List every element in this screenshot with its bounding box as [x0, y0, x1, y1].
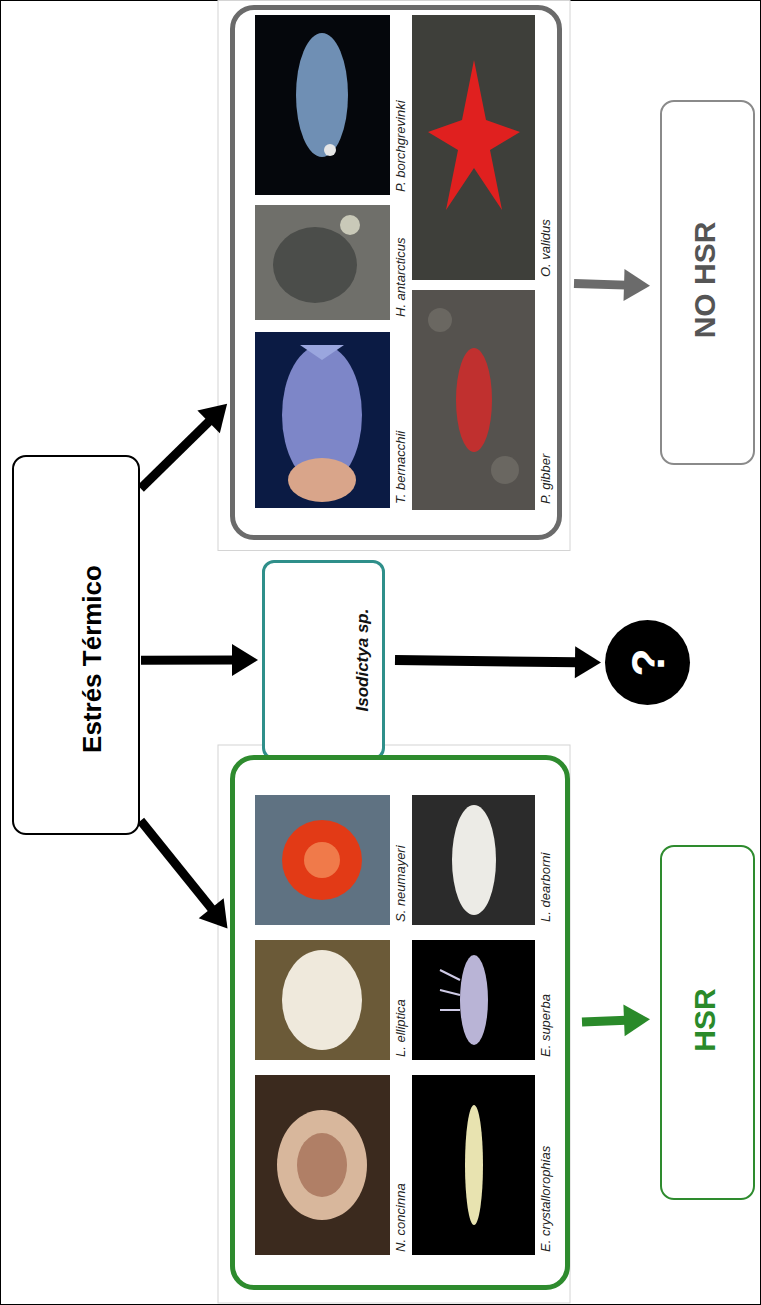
species-caption: P. gibber	[539, 454, 552, 504]
text-strip: HSR	[682, 935, 728, 1105]
arrow-shaft	[141, 421, 210, 489]
species-caption: N. concinna	[394, 1183, 407, 1252]
arrow-head	[623, 1004, 650, 1036]
arrow-connector	[582, 1004, 650, 1036]
text-strip: H. antarcticus	[392, 203, 408, 323]
species-caption: E. crystallorophias	[539, 1146, 552, 1252]
stress-label: Estrés Térmico	[79, 565, 105, 753]
stress-box: Estrés Térmico	[12, 455, 140, 835]
arrow-connector	[574, 269, 650, 301]
arrow-head	[199, 898, 228, 928]
species-photo: L. dearborni	[412, 793, 560, 928]
text-strip: P. gibber	[537, 288, 553, 510]
arrow-connector	[141, 644, 258, 676]
text-strip: NO HSR	[682, 190, 728, 370]
result-box: HSR	[660, 845, 755, 1200]
node-label: HSR	[690, 988, 720, 1051]
arrow-shaft	[395, 660, 577, 662]
text-strip: L. elliptica	[392, 938, 408, 1063]
arrow-head	[575, 646, 601, 678]
text-strip: T. bernacchii	[392, 330, 408, 510]
species-caption: O. validus	[539, 219, 552, 277]
species-photo: E. crystallorophias	[412, 1073, 560, 1258]
species-photo: H. antarcticus	[255, 203, 408, 323]
species-photo: P. gibber	[412, 288, 555, 510]
text-strip: ?	[605, 620, 690, 705]
arrow-head	[197, 404, 227, 434]
sponge-box: Isodictya sp.	[262, 560, 385, 760]
species-caption: H. antarcticus	[394, 238, 407, 317]
text-strip: Estrés Térmico	[72, 548, 112, 770]
species-photo: O. validus	[412, 13, 555, 283]
text-strip: L. dearborni	[537, 793, 553, 928]
question-circle: ?	[605, 620, 690, 705]
species-photo: T. bernacchii	[255, 330, 408, 510]
result-box: NO HSR	[660, 100, 755, 465]
species-group: T. bernacchii H. antarcticus P. borchgrevi…	[230, 5, 562, 540]
arrow-shaft	[141, 821, 213, 910]
arrow-connector	[141, 404, 227, 489]
species-photo: N. concinna	[255, 1073, 408, 1258]
species-photo: P. borchgrevinki	[255, 13, 408, 198]
arrow-shaft	[141, 656, 234, 665]
species-photo: S. neumayeri	[255, 793, 408, 928]
arrow-connector	[395, 646, 601, 678]
species-photo: L. elliptica	[255, 938, 408, 1063]
species-caption: E. superba	[539, 994, 552, 1057]
text-strip: Isodictya sp.	[348, 572, 376, 748]
text-strip: N. concinna	[392, 1073, 408, 1258]
text-strip: O. validus	[537, 13, 553, 283]
species-caption: T. bernacchii	[394, 431, 407, 504]
text-strip: E. crystallorophias	[537, 1073, 553, 1258]
species-caption: S. neumayeri	[394, 845, 407, 922]
species-caption: L. elliptica	[394, 999, 407, 1057]
species-group: N. concinna L. elliptica S. neumayeri E. cr…	[230, 755, 570, 1290]
node-label: NO HSR	[690, 222, 720, 339]
text-strip: P. borchgrevinki	[392, 13, 408, 198]
arrow-head	[232, 644, 258, 676]
arrow-head	[624, 269, 650, 301]
arrow-connector	[141, 821, 228, 929]
node-label: Isodictya sp.	[354, 609, 371, 712]
node-label: ?	[625, 648, 671, 676]
species-photo: E. superba	[412, 938, 560, 1063]
arrow-shaft	[582, 1020, 626, 1022]
species-caption: L. dearborni	[539, 853, 552, 922]
text-strip: E. superba	[537, 938, 553, 1063]
arrow-shaft	[574, 284, 626, 286]
text-strip: S. neumayeri	[392, 793, 408, 928]
species-caption: P. borchgrevinki	[394, 100, 407, 192]
